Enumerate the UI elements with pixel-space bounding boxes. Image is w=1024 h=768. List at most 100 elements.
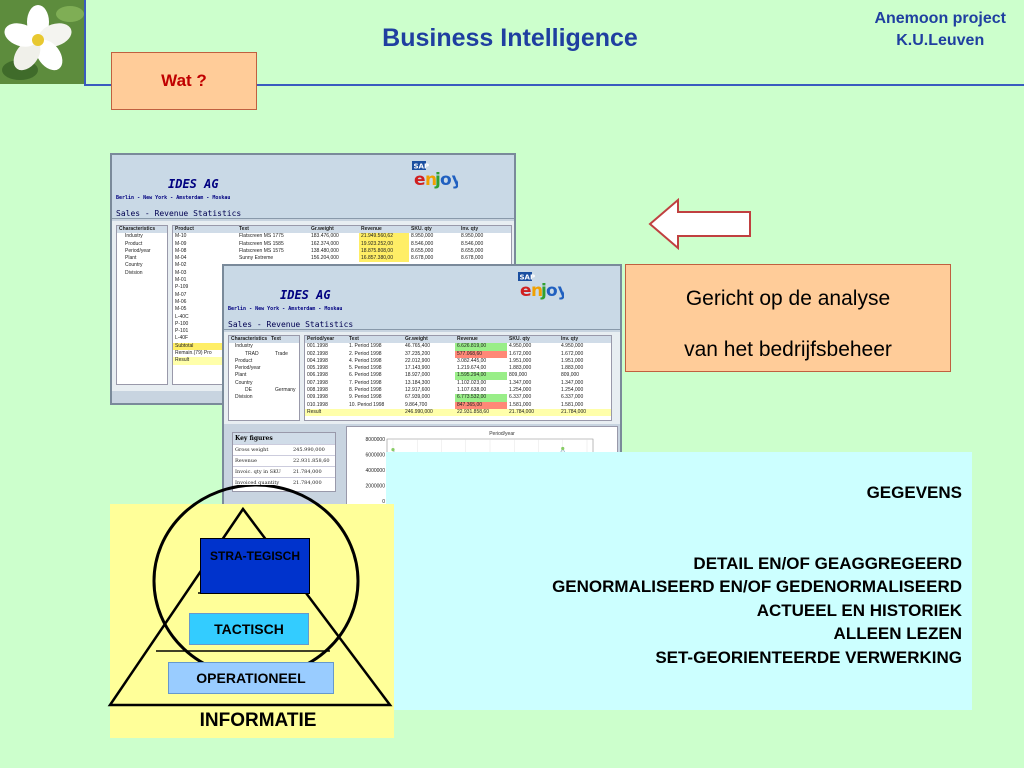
table-cell: M-03: [175, 269, 187, 276]
table-cell: 006.1998: [307, 372, 328, 379]
svg-text:n: n: [425, 170, 437, 190]
table-cell: 1.347,000: [561, 379, 584, 386]
nav-panel: Characteristics Industry Product Period/…: [116, 225, 168, 385]
company-cities: Berlin - New York - Amsterdam - Moskau: [228, 306, 343, 312]
gegevens-item: SET-GEORIENTEERDE VERWERKING: [655, 647, 962, 667]
gegevens-item: DETAIL EN/OF GEAGGREGEERD: [693, 553, 962, 573]
table-cell: 1.883,000: [509, 365, 532, 372]
table-cell: Product: [125, 240, 143, 247]
nav-item: Plant: [117, 255, 167, 262]
table-cell: 4.950,000: [509, 343, 532, 350]
table-cell: 010.1998: [307, 401, 328, 408]
table-row: M-07: [173, 292, 511, 299]
nav-item: Industry: [229, 343, 299, 350]
header-horizontal-line: [84, 84, 1024, 86]
page-title: Business Intelligence: [382, 24, 638, 52]
table-cell: Germany: [275, 387, 296, 394]
table-row: L-40C: [173, 314, 511, 321]
table-cell: 162.374,000: [311, 240, 339, 247]
table-cell: TRAD: [245, 350, 259, 357]
table-cell: Text: [349, 336, 359, 342]
table-cell: M-05: [175, 306, 187, 313]
table-cell: Division: [125, 269, 143, 276]
table-cell: 3.082.445,00: [457, 357, 487, 364]
nav-item: Period/year: [117, 248, 167, 255]
table-cell: 67.939,000: [405, 394, 431, 401]
table-cell: 37.235,200: [405, 350, 431, 357]
table-cell: Period/year: [125, 247, 151, 254]
nav-item: Division: [117, 270, 167, 277]
table-cell: 1.951,000: [561, 357, 584, 364]
table-cell: 8.655,000: [461, 247, 484, 254]
header-vertical-line: [84, 0, 86, 86]
table-cell: Country: [125, 262, 143, 269]
company-name: IDES AG: [168, 177, 219, 191]
table-cell: Flatscreen MS 1575: [239, 247, 284, 254]
data-point: [561, 446, 565, 451]
table-cell: L-40F: [175, 335, 189, 342]
table-cell: 1. Period 1998: [349, 343, 382, 350]
svg-text:SAP: SAP: [520, 274, 536, 282]
table-cell: 007.1998: [307, 379, 328, 386]
sap-header: IDES AG Berlin - New York - Amsterdam - …: [224, 266, 620, 330]
left-arrow-icon: [648, 198, 751, 250]
table-cell: Flatscreen MS 1775: [239, 233, 284, 240]
nav-item: Period/year: [229, 365, 299, 372]
table-cell: 005.1998: [307, 365, 328, 372]
table-cell: M-06: [175, 298, 187, 305]
table-cell: [273, 358, 299, 365]
svg-text:j: j: [540, 281, 547, 301]
table-cell: 21.784,000: [561, 408, 587, 415]
table-cell: 847.365,00: [455, 401, 507, 409]
table-cell: M-08: [175, 247, 187, 254]
table-cell: 9. Period 1998: [349, 394, 382, 401]
table-cell: 13.184,300: [405, 379, 431, 386]
table-cell: 245.990,000: [293, 447, 325, 453]
y-tick-label: 4000000: [366, 468, 386, 474]
nav-item: Product: [117, 241, 167, 248]
table-cell: 001.1998: [307, 343, 328, 350]
table-cell: P-101: [175, 328, 189, 335]
y-tick-label: 8000000: [366, 437, 386, 443]
nav-item: Country: [229, 380, 299, 387]
table-cell: M-02: [175, 262, 187, 269]
table-cell: 8.950,000: [461, 233, 484, 240]
table-cell: 1.672,000: [509, 350, 532, 357]
table-cell: Characteristics: [119, 226, 156, 232]
analysis-callout: Gericht op de analyse van het bedrijfsbe…: [625, 264, 951, 372]
table-cell: 6.626.819,00: [455, 343, 507, 351]
data-panel: [386, 452, 972, 710]
table-cell: 8. Period 1998: [349, 387, 382, 394]
callout-line-1: Gericht op de analyse: [685, 287, 891, 310]
table-cell: 1.254,000: [561, 387, 584, 394]
table-cell: 1.595.294,00: [455, 372, 507, 380]
company-name: IDES AG: [280, 288, 331, 302]
data-point: [391, 448, 395, 452]
table-cell: 1.951,000: [509, 357, 532, 364]
table-cell: 6.773.532,00: [455, 394, 507, 402]
table-cell: 4. Period 1998: [349, 357, 382, 364]
table-cell: [273, 372, 299, 379]
table-cell: 2. Period 1998: [349, 350, 382, 357]
table-cell: 6. Period 1998: [349, 372, 382, 379]
table-cell: 46.765,400: [405, 343, 431, 350]
callout-line-2: van het bedrijfsbeheer: [684, 338, 892, 361]
table-cell: 008.1998: [307, 387, 328, 394]
table-row: P-109: [173, 284, 511, 291]
table-cell: Gr.weight: [311, 226, 334, 232]
table-cell: 809,000: [509, 372, 528, 379]
table-cell: 809,000: [561, 372, 580, 379]
